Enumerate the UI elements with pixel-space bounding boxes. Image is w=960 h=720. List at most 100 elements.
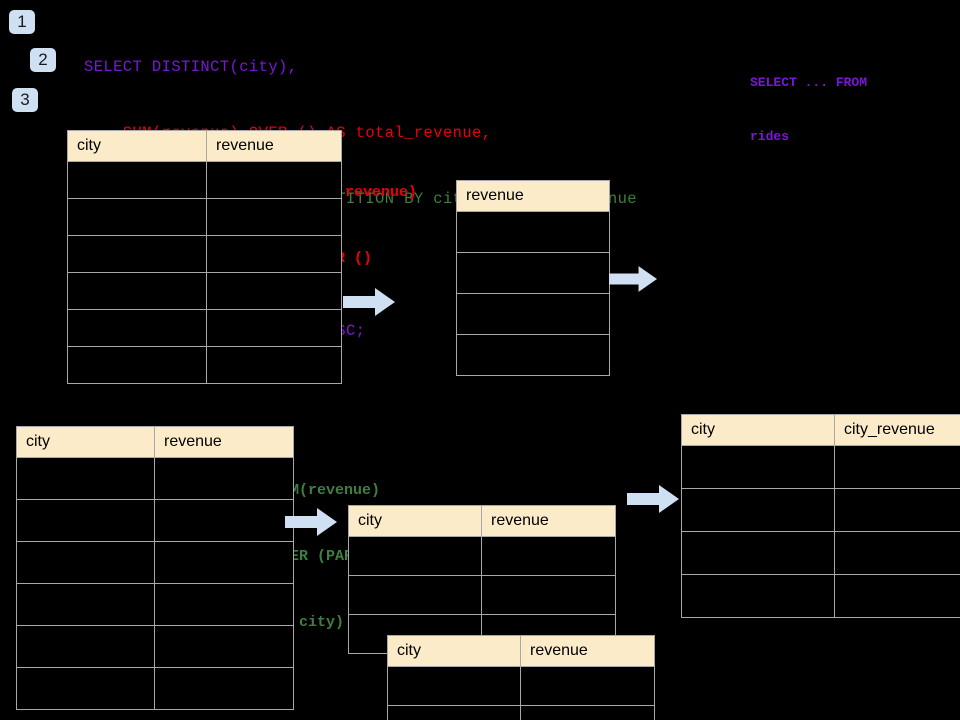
cell-city [348,536,482,576]
rides-source-table-bottom: city revenue [16,426,294,710]
table-row [387,666,655,706]
cell-city [16,667,155,710]
cell-revenue [520,705,655,720]
partition-group-table-front: city revenue [387,635,655,720]
arrow-total-revenue-to-result [609,266,657,292]
cell-revenue [206,161,342,199]
arrow-rides-to-partition [285,508,337,536]
cell-revenue [206,235,342,273]
table-row [681,488,960,532]
cell-revenue [456,211,610,253]
table-row [16,583,294,626]
table-row [67,161,342,199]
cell-revenue [154,499,294,542]
column-header-city: city [16,426,155,458]
cell-revenue [456,252,610,294]
cell-revenue [456,293,610,335]
result-table: city city_revenue [681,414,960,618]
cell-city-revenue [834,574,960,618]
table-row [67,235,342,273]
cell-revenue [154,457,294,500]
side-note-select-from: SELECT ... FROM rides [750,38,867,182]
partition-group-table-back: city revenue [348,505,616,654]
cell-city [67,198,207,236]
table-header-row: city revenue [348,505,616,537]
column-header-revenue: revenue [481,505,616,537]
cell-revenue [154,583,294,626]
side-note-line-2: rides [750,129,790,144]
cell-city [67,346,207,384]
cell-city [16,541,155,584]
cell-city [681,531,835,575]
table-row [456,252,610,294]
step-badge-3: 3 [12,88,38,112]
table-row [16,667,294,710]
step-badge-2: 2 [30,48,56,72]
table-row [16,541,294,584]
table-header-row: city revenue [16,426,294,458]
column-header-city: city [67,130,207,162]
table-header-row: city city_revenue [681,414,960,446]
table-row [16,457,294,500]
cell-revenue [206,309,342,347]
table-row [456,211,610,253]
cell-revenue [481,575,616,615]
sql-line-1: SELECT DISTINCT(city), [84,58,298,76]
cell-city [67,309,207,347]
cell-city [16,583,155,626]
cell-revenue [520,666,655,706]
cell-city [348,575,482,615]
cell-city-revenue [834,531,960,575]
table-row [681,445,960,489]
table-row [681,531,960,575]
cell-revenue [206,198,342,236]
table-row [387,705,655,720]
table-header-row: city revenue [387,635,655,667]
table-row [16,625,294,668]
cell-city [681,488,835,532]
cell-revenue [154,667,294,710]
table-row [348,575,616,615]
cell-city [387,705,521,720]
cell-revenue [154,625,294,668]
column-header-city: city [387,635,521,667]
column-header-city: city [681,414,835,446]
table-row [348,536,616,576]
cell-revenue [206,346,342,384]
step-badge-1: 1 [9,10,35,34]
table-header-row: revenue [456,180,610,212]
rides-source-table: city revenue [67,130,342,384]
total-revenue-table: revenue [456,180,610,376]
cell-city [67,161,207,199]
cell-revenue [481,536,616,576]
table-row [67,198,342,236]
cell-city [67,235,207,273]
table-row [16,499,294,542]
cell-city [16,457,155,500]
side-note-line-1: SELECT ... FROM [750,75,868,90]
cell-city [67,272,207,310]
cell-city [387,666,521,706]
cell-revenue [456,334,610,376]
table-row [67,346,342,384]
table-row [681,574,960,618]
column-header-revenue: revenue [520,635,655,667]
cell-city-revenue [834,445,960,489]
column-header-revenue: revenue [456,180,610,212]
table-row [67,272,342,310]
cell-city [681,445,835,489]
arrow-partition-to-result [627,485,679,513]
arrow-rides-to-total-revenue [343,288,395,316]
column-header-revenue: revenue [154,426,294,458]
column-header-city-revenue: city_revenue [834,414,960,446]
column-header-city: city [348,505,482,537]
table-row [456,293,610,335]
table-row [456,334,610,376]
table-row [67,309,342,347]
annotation-city-revenue-line-1: SUM(revenue) [272,482,381,499]
cell-city [16,499,155,542]
table-header-row: city revenue [67,130,342,162]
column-header-revenue: revenue [206,130,342,162]
cell-city-revenue [834,488,960,532]
